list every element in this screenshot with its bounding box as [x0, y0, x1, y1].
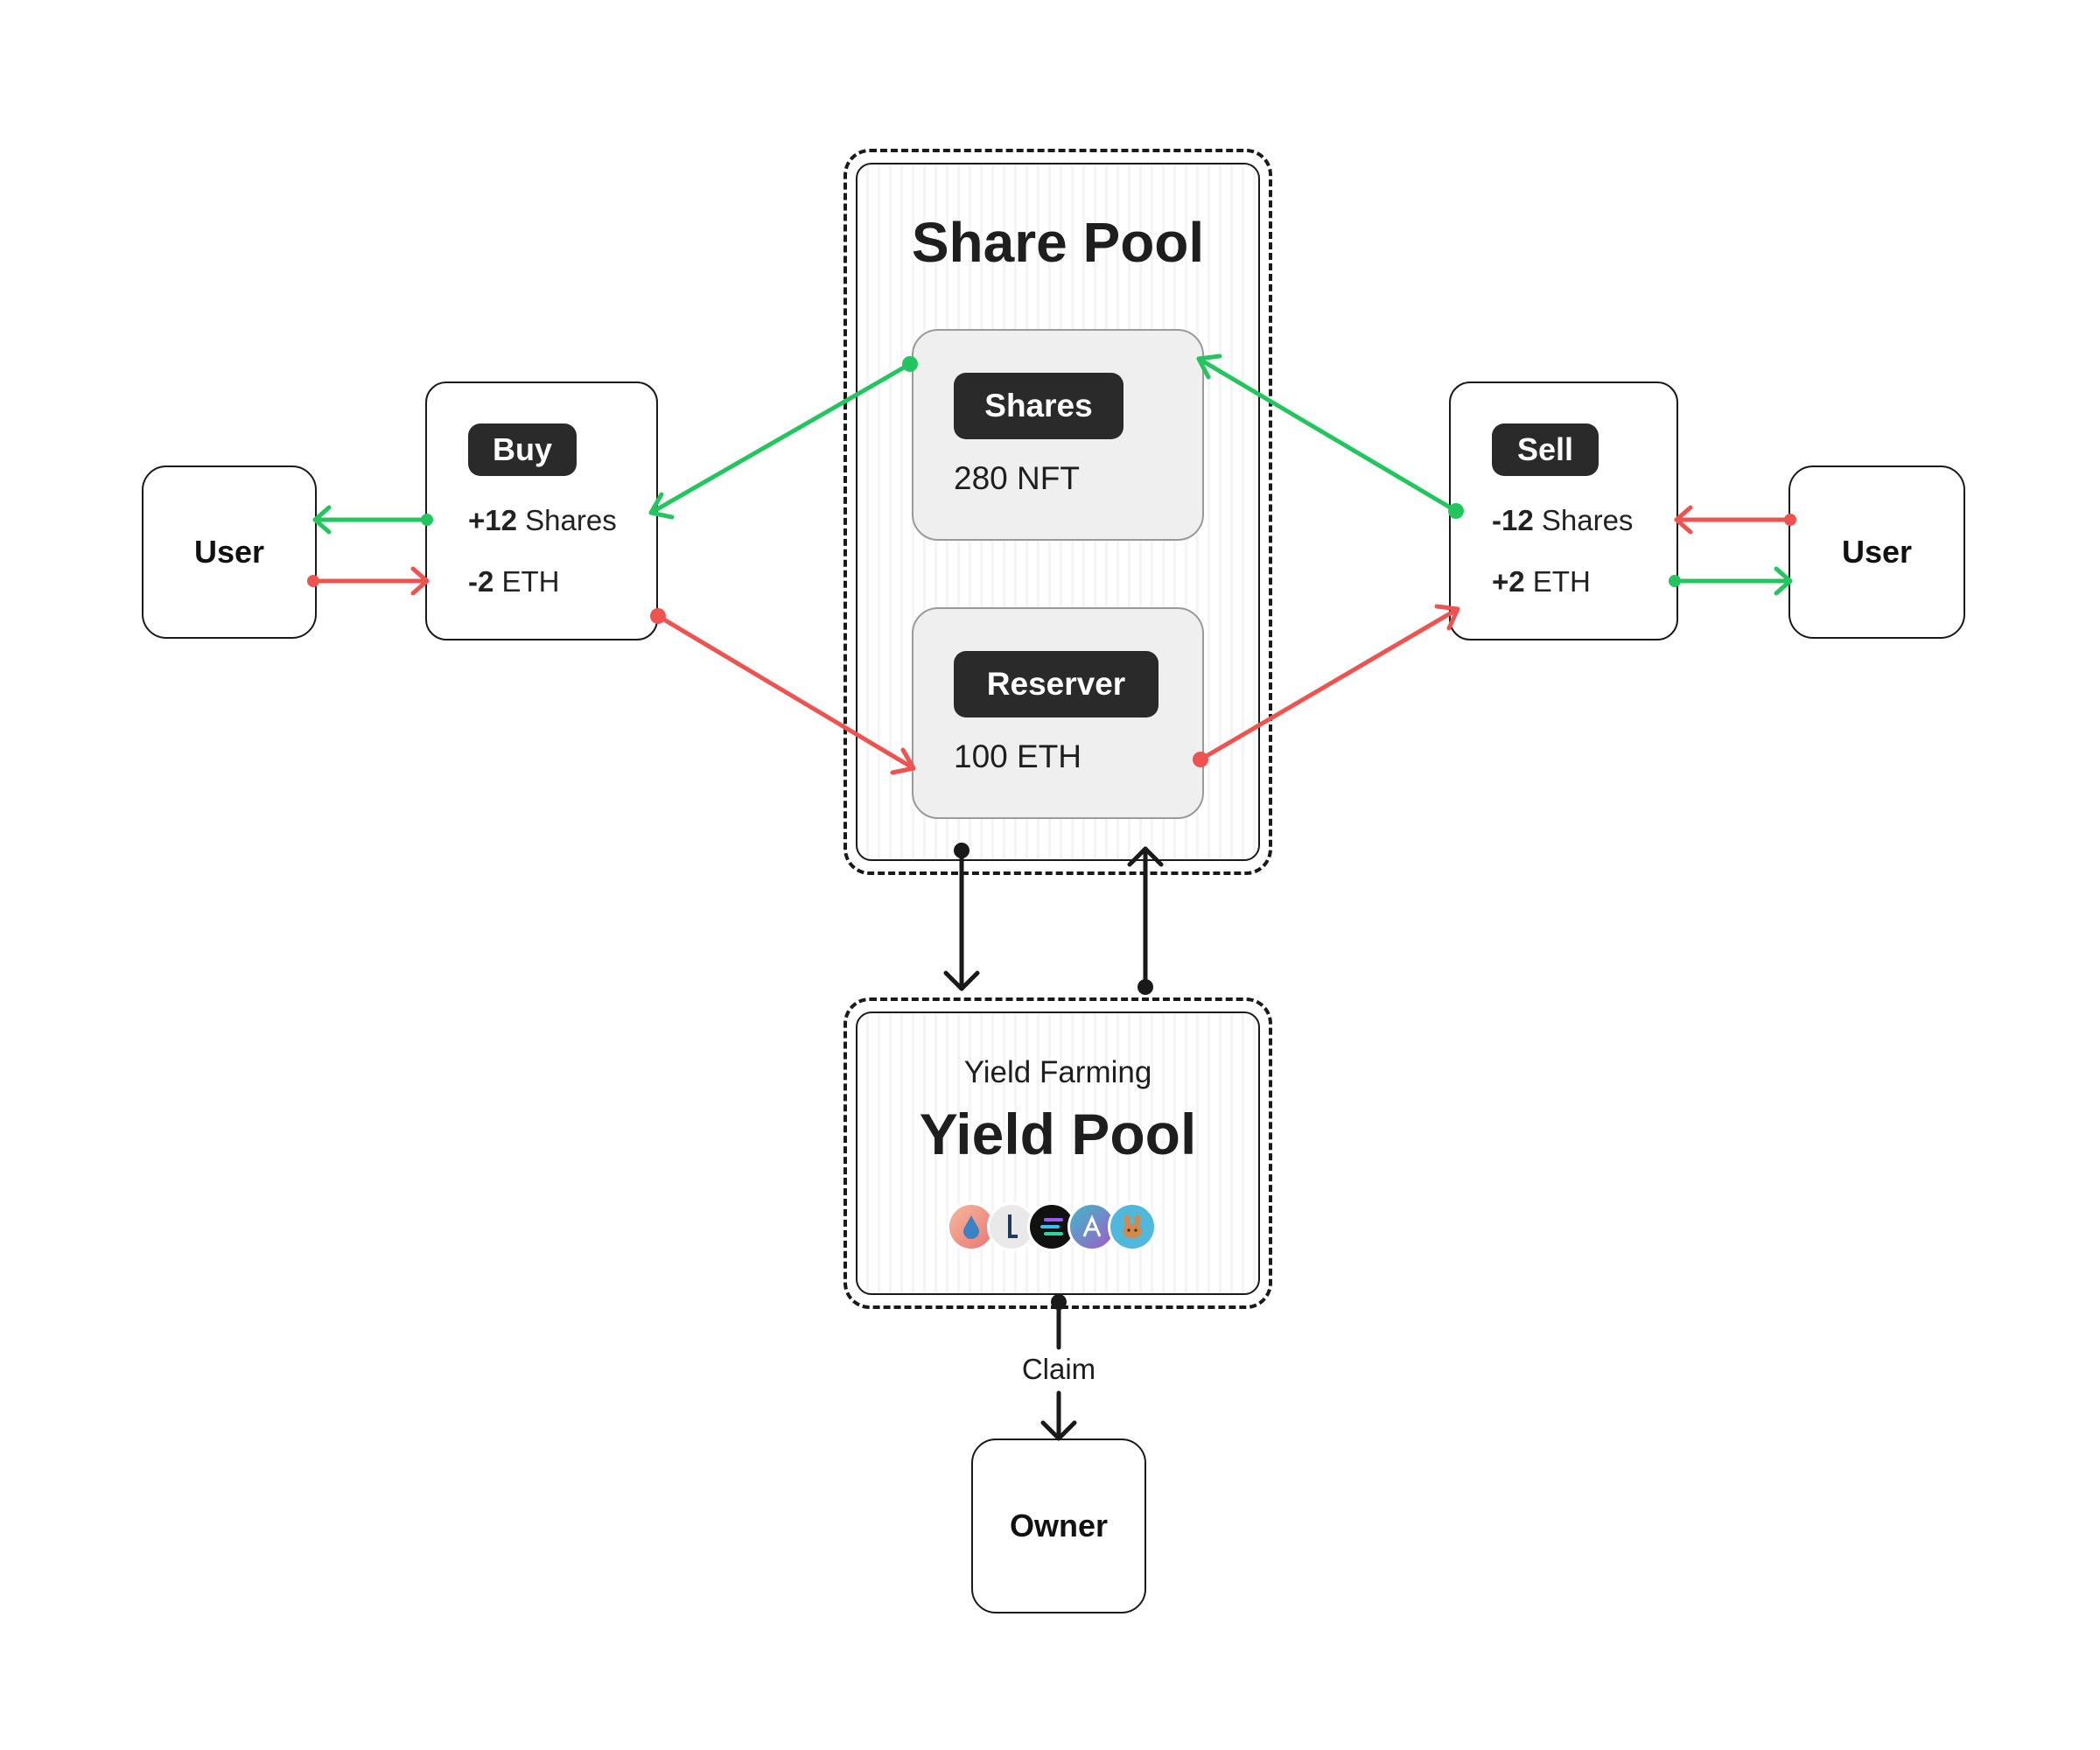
yield-to-share-dot [1138, 979, 1153, 995]
protocol-icons [947, 1202, 1174, 1255]
claim-dot [1051, 1294, 1067, 1310]
buy-shares-line: +12 Shares [468, 504, 617, 537]
owner-label: Owner [1009, 1508, 1109, 1544]
shares-label-pill: Shares [954, 373, 1124, 439]
user-right-node: User [1788, 466, 1965, 639]
sell-label-pill: Sell [1492, 424, 1599, 476]
sell-card: Sell -12 Shares +2 ETH [1449, 382, 1678, 640]
sell-eth-unit: ETH [1532, 565, 1591, 598]
buy-to-reserver-red-dot [650, 608, 666, 624]
user-right-label: User [1841, 534, 1913, 570]
sell-shares-unit: Shares [1541, 504, 1634, 536]
reserver-label-pill: Reserver [954, 651, 1158, 718]
share-to-yield-arrow [943, 848, 980, 991]
buy-eth-unit: ETH [501, 565, 560, 598]
sell-eth-amount: +2 [1492, 565, 1525, 598]
buy-shares-unit: Shares [525, 504, 617, 536]
user-left-label: User [193, 534, 265, 570]
claim-label: Claim [1015, 1353, 1102, 1386]
buy-label-pill: Buy [468, 424, 577, 476]
claim-arrow [1040, 1299, 1077, 1441]
buy-eth-line: -2 ETH [468, 565, 560, 598]
buy-to-reserver-red-arrow [655, 613, 916, 775]
shares-to-buy-green-dot [902, 356, 918, 372]
reserver-value: 100 ETH [954, 738, 1082, 774]
user-to-buy-red-dot [307, 575, 319, 587]
share-to-yield-dot [954, 843, 970, 858]
sell-to-shares-green-arrow [1196, 354, 1459, 514]
user-to-buy-red-arrow [311, 566, 430, 596]
sell-shares-amount: -12 [1492, 504, 1534, 536]
pancake-icon [1108, 1202, 1157, 1251]
reserver-box: Reserver 100 ETH [912, 607, 1204, 819]
sell-to-user-green-dot [1669, 575, 1681, 587]
buy-eth-amount: -2 [468, 565, 494, 598]
user-left-node: User [142, 466, 317, 639]
buy-to-user-green-dot [421, 514, 433, 526]
shares-value: 280 NFT [954, 460, 1080, 496]
owner-node: Owner [971, 1438, 1146, 1614]
sell-eth-line: +2 ETH [1492, 565, 1591, 598]
yield-pool-panel: Yield Farming Yield Pool [856, 1012, 1260, 1295]
reserver-to-sell-red-dot [1193, 752, 1208, 767]
user-to-sell-red-arrow [1674, 505, 1793, 535]
sell-to-shares-green-dot [1448, 503, 1464, 519]
yield-pool-subtitle: Yield Farming [963, 1055, 1152, 1089]
buy-to-user-green-arrow [312, 505, 430, 535]
buy-shares-amount: +12 [468, 504, 517, 536]
shares-to-buy-green-arrow [648, 361, 913, 520]
aave-icon [1068, 1202, 1116, 1251]
reserver-to-sell-red-arrow [1198, 604, 1460, 762]
sell-shares-line: -12 Shares [1492, 504, 1633, 537]
yield-pool-title: Yield Pool [919, 1102, 1197, 1166]
user-to-sell-red-dot [1784, 514, 1796, 526]
sell-to-user-green-arrow [1672, 566, 1793, 596]
share-pool-dashed-border [844, 149, 1272, 875]
share-pool-title: Share Pool [911, 211, 1205, 274]
yield-to-share-arrow [1127, 846, 1164, 990]
shares-box: Shares 280 NFT [912, 329, 1204, 541]
